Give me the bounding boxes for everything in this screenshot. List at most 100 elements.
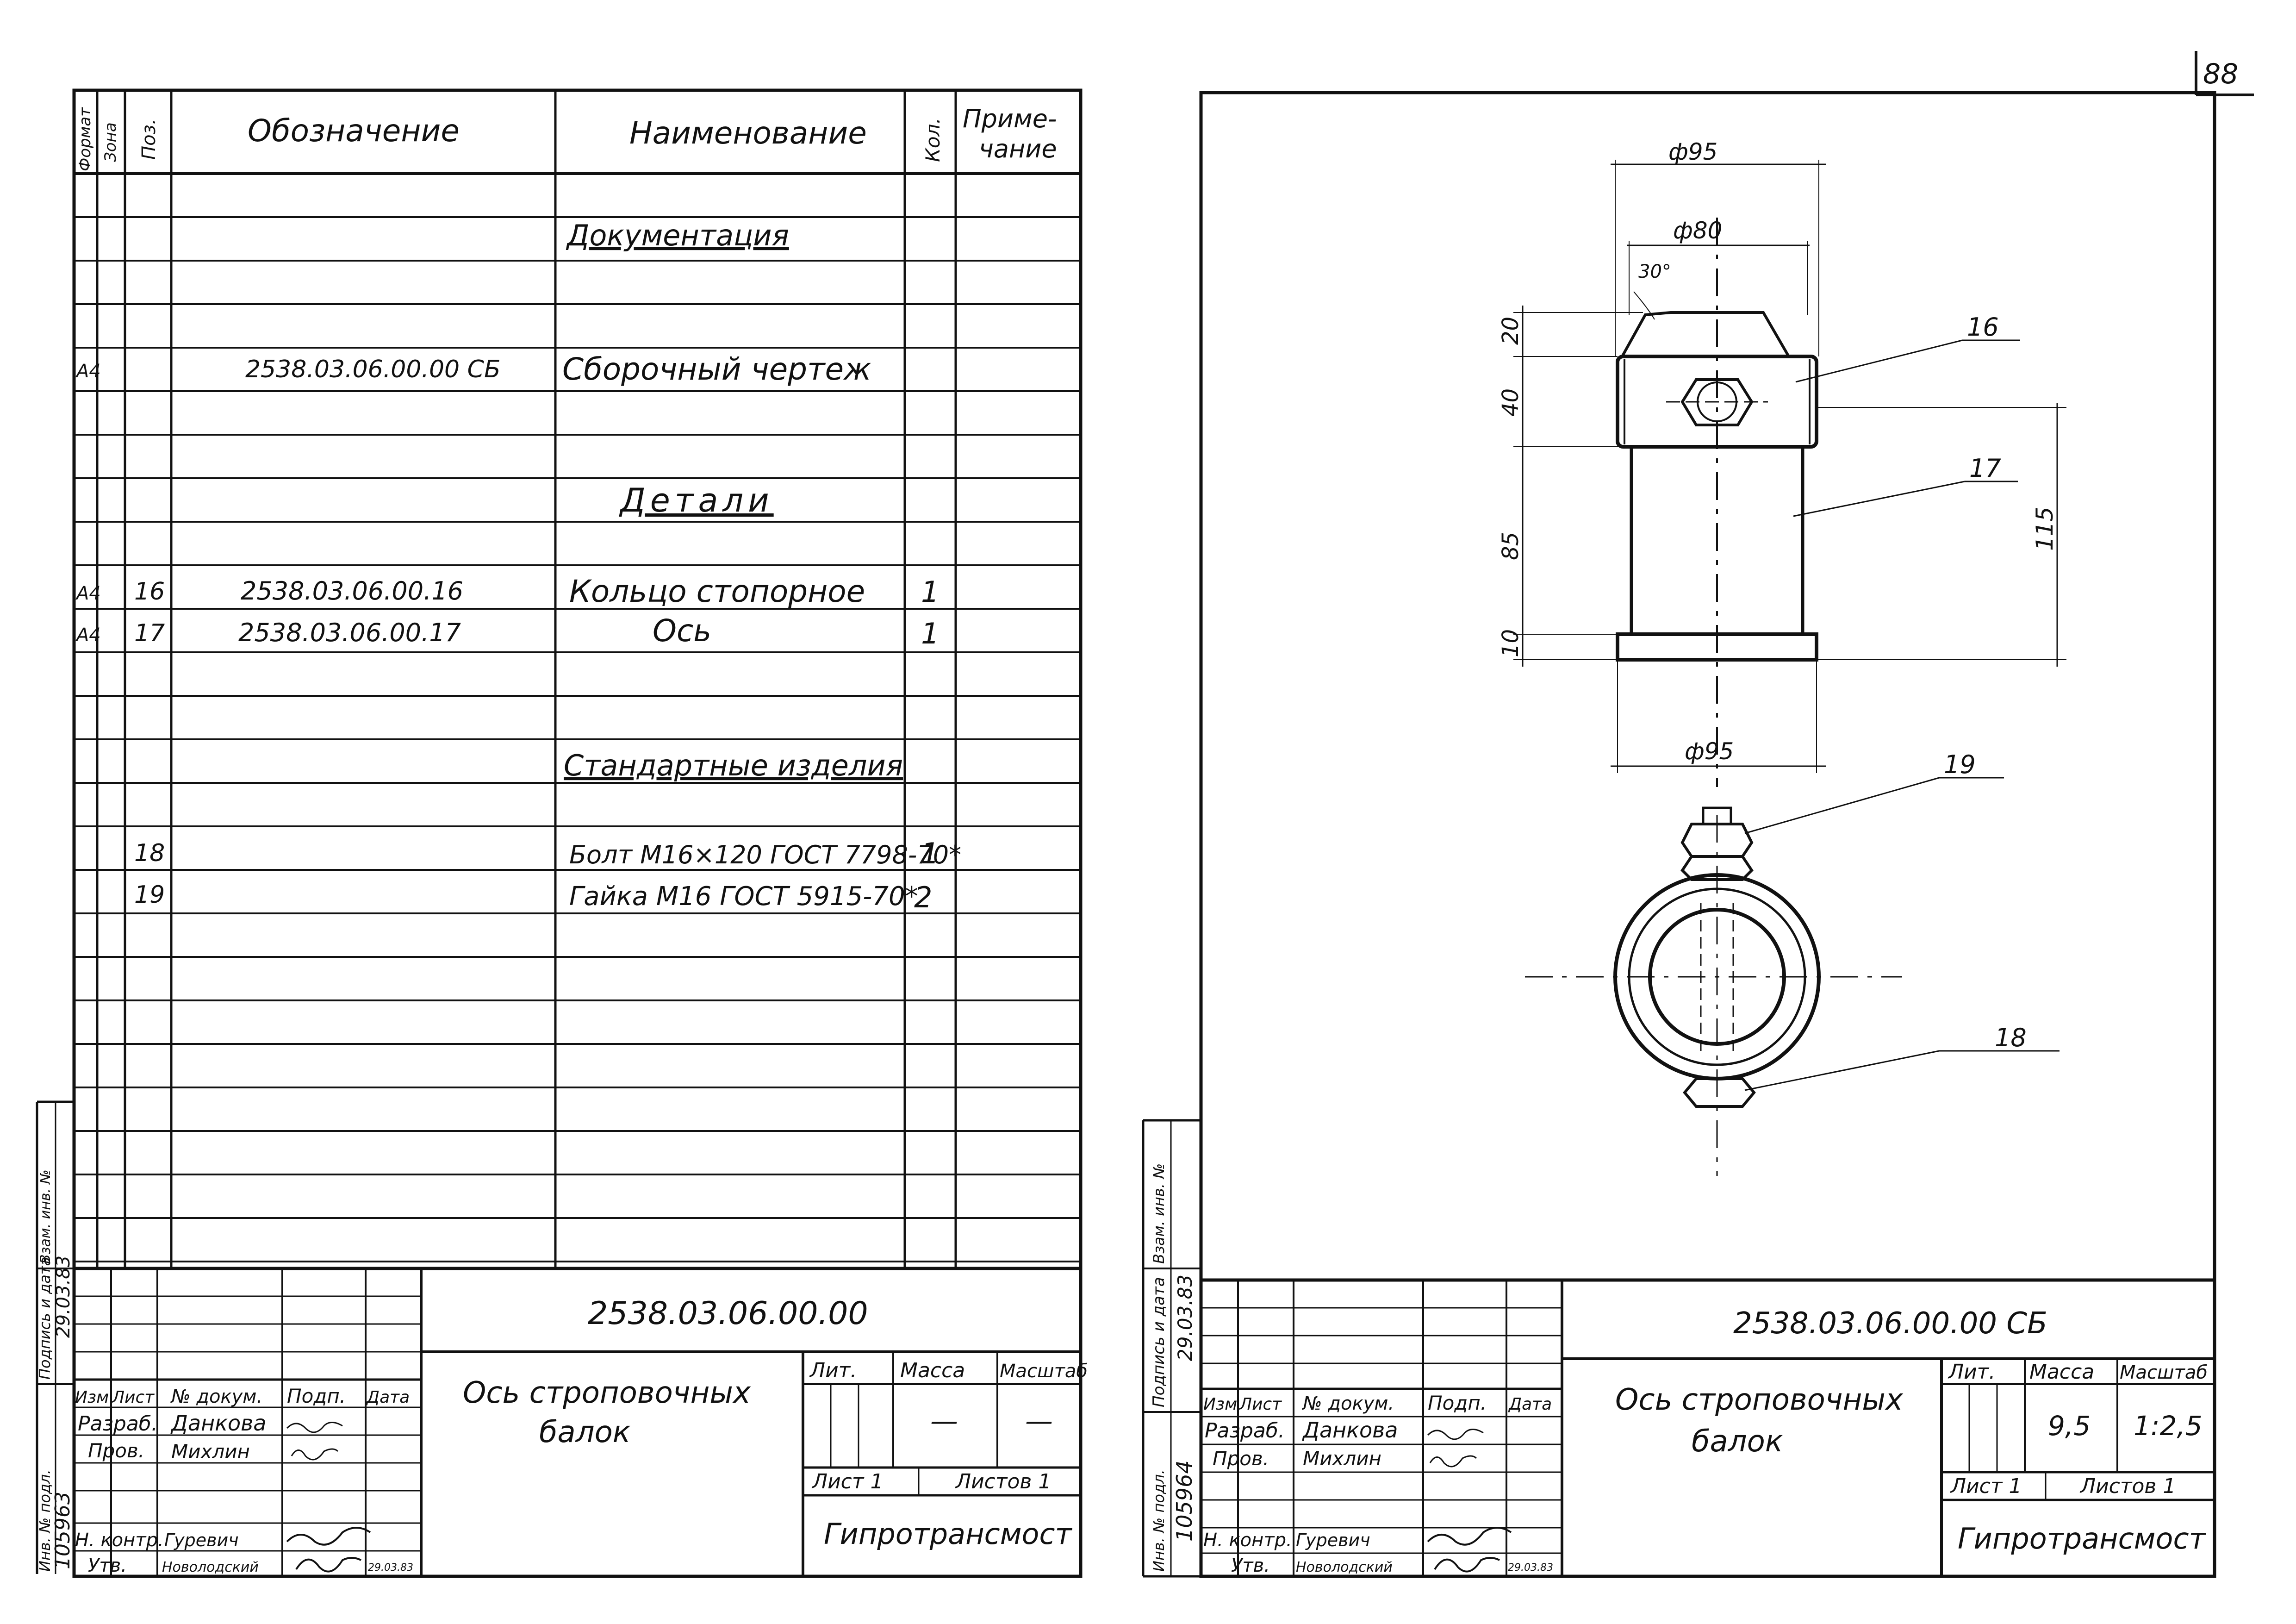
organization: Гипротрансмост [1958,1522,2207,1555]
side-inv-value: 105964 [1172,1460,1197,1542]
role-checker: Пров. [1213,1447,1269,1470]
spec-row: A4 17 2538.03.06.00.17 Ось 1 [75,613,939,650]
scale-label: Масштаб [2120,1362,2208,1383]
name-approver: Новолодский [1296,1559,1393,1575]
header-zone: Зона [101,122,120,162]
doc-title-line1: Ось строповочных [463,1376,751,1410]
row-name: Гайка М16 ГОСТ 5915-70* [569,881,918,912]
col-doc: № докум. [1302,1393,1394,1414]
side-date-value: 29.03.83 [53,1255,74,1338]
mass-label: Масса [2029,1360,2094,1384]
signature-mark [291,1448,339,1461]
name-norm-control: Гуревич [164,1530,239,1550]
elevation-view: ф95 ф80 30° 20 40 85 10 115 [1498,138,2066,787]
row-designation: 2538.03.06.00.00 СБ [245,356,501,383]
signature-mark [1429,1455,1477,1468]
row-qty: 2 [914,881,932,914]
role-norm-control: Н. контр. [1203,1530,1292,1551]
name-developer: Данкова [1302,1418,1398,1443]
mass-value: — [930,1405,958,1437]
side-sign-label: Подпись и дата [36,1257,54,1380]
col-izm: Изм [1203,1395,1237,1414]
row-format: A4 [75,361,101,382]
leader-18: 18 [1995,1023,2027,1052]
signature-mark [295,1557,361,1573]
role-developer: Разраб. [78,1412,158,1436]
row-pos: 18 [134,839,165,867]
signature-mark [286,1422,343,1433]
name-checker: Михлин [171,1440,250,1463]
col-list: Лист [1238,1395,1282,1414]
doc-title-line2: балок [539,1415,631,1449]
row-name: Болт М16×120 ГОСТ 7798-70* [569,840,961,869]
row-format: A4 [75,583,101,604]
row-pos: 16 [134,578,165,606]
plan-view: 19 18 [1525,750,2060,1176]
side-replace-label: Взам. инв. № [37,1169,54,1264]
row-pos: 19 [134,881,165,909]
scale-value: — [1025,1405,1053,1437]
lit-label: Лит. [809,1359,857,1382]
row-qty: 1 [921,617,939,650]
spec-row: Документация [566,219,789,252]
signature-mark [286,1527,371,1546]
spec-row: A4 2538.03.06.00.00 СБ Сборочный чертеж [75,351,871,387]
side-strip: Инв. № подл. 105964 Подпись и дата 29.03… [1142,1119,1201,1578]
scale-value: 1:2,5 [2134,1410,2203,1442]
role-developer: Разраб. [1205,1419,1285,1443]
role-checker: Пров. [88,1439,144,1462]
doc-code: 2538.03.06.00.00 СБ [1733,1306,2047,1341]
side-sign-label: Подпись и дата [1150,1277,1168,1407]
signature-mark [1434,1557,1500,1573]
leader-16: 16 [1967,312,1999,342]
assembly-sheet: Инв. № подл. 105964 Подпись и дата 29.03… [1142,91,2216,1578]
row-format: A4 [75,625,101,646]
dim-d80: ф80 [1673,217,1722,244]
header-note-1: Приме- [963,104,1057,133]
dim-d95-bottom: ф95 [1685,738,1734,765]
lit-label: Лит. [1948,1360,1995,1384]
col-list: Лист [111,1388,155,1407]
doc-code: 2538.03.06.00.00 [588,1295,868,1332]
col-sign: Подп. [1428,1392,1487,1414]
section-title: Детали [619,481,774,519]
spec-row: A4 16 2538.03.06.00.16 Кольцо стопорное … [75,574,939,609]
approve-date: 29.03.83 [368,1562,413,1574]
doc-title-line1: Ось строповочных [1615,1383,1904,1417]
side-date-value: 29.03.83 [1174,1274,1196,1361]
side-inv-value: 105963 [51,1492,75,1569]
signature-mark [1427,1527,1512,1546]
row-qty: 1 [921,837,939,870]
dim-d95-top: ф95 [1668,138,1717,165]
col-date: Дата [1508,1395,1552,1414]
dim-10: 10 [1498,629,1524,657]
dim-40: 40 [1498,388,1524,417]
spec-row: Стандартные изделия [564,749,903,782]
side-inv-label: Инв. № подл. [1150,1469,1168,1572]
leader-19: 19 [1944,750,1976,779]
spec-row: Детали [619,481,774,519]
header-qty: Кол. [921,118,944,162]
dim-85: 85 [1498,532,1524,560]
leader-17: 17 [1969,454,2001,483]
side-inv-label: Инв. № подл. [36,1469,54,1572]
signature-mark [1427,1429,1484,1440]
sheets-label: Листов 1 [955,1470,1051,1493]
col-date: Дата [366,1388,410,1407]
title-block: 2538.03.06.00.00 СБ Ось строповочных бал… [1201,1278,2215,1576]
mass-label: Масса [900,1359,965,1382]
name-developer: Данкова [170,1411,266,1436]
role-approver: Утв. [88,1555,127,1576]
page-number: 88 [2203,58,2238,90]
spec-row: 19 Гайка М16 ГОСТ 5915-70* 2 [134,881,932,914]
row-name: Сборочный чертеж [562,351,871,387]
approve-date: 29.03.83 [1508,1562,1553,1574]
header-designation: Обозначение [248,113,460,149]
row-qty: 1 [921,575,939,609]
header-note-2: чание [979,134,1057,163]
row-designation: 2538.03.06.00.17 [238,618,461,647]
side-replace-label: Взам. инв. № [1150,1163,1168,1264]
section-title: Стандартные изделия [564,749,903,782]
dim-115: 115 [2031,507,2058,551]
